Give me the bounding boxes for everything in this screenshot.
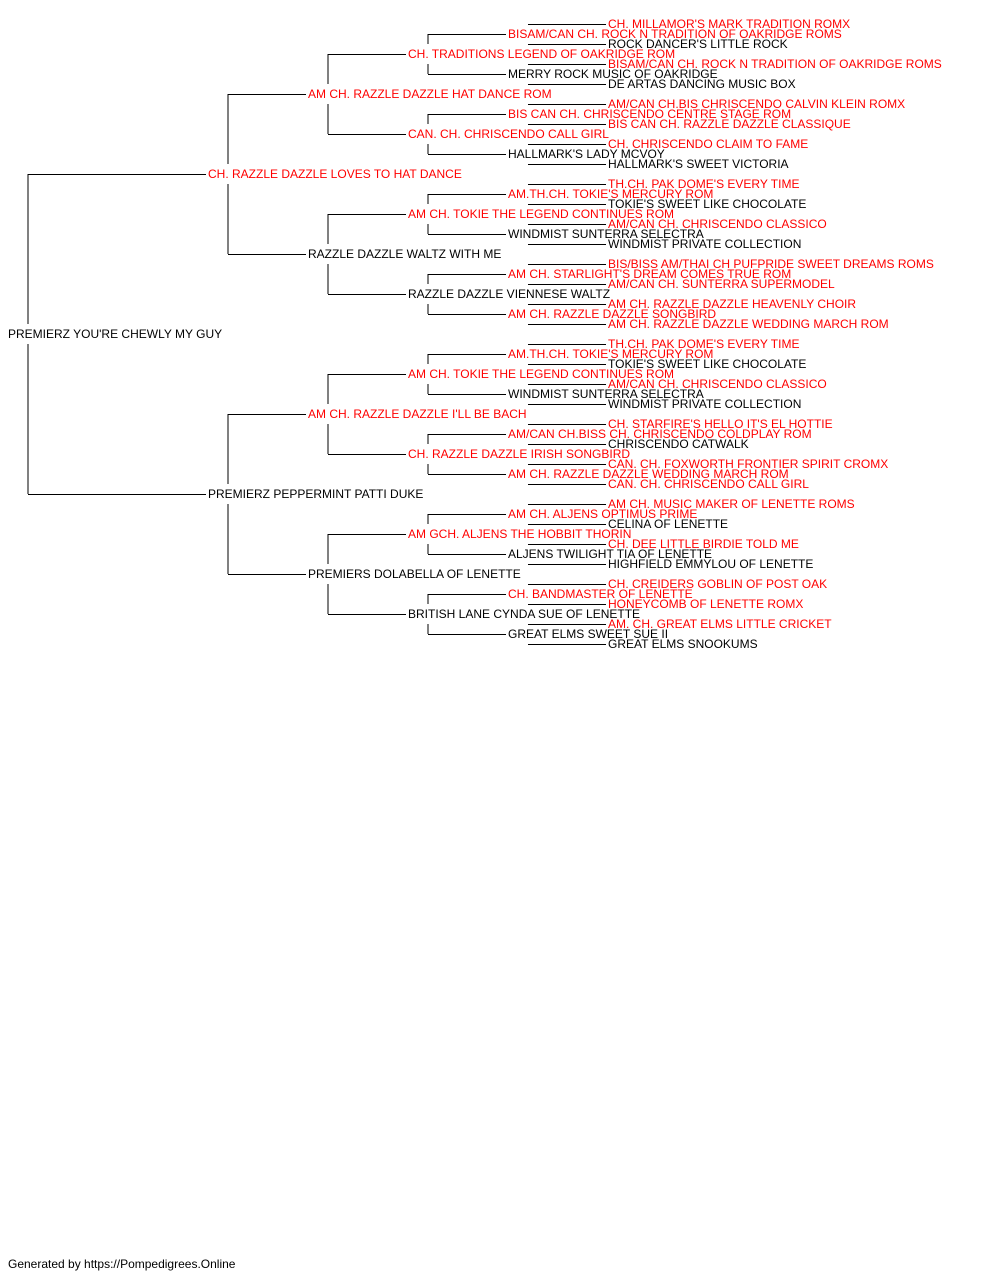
ancestor-name-gen5: BISAM/CAN CH. ROCK N TRADITION OF OAKRID…	[608, 57, 942, 71]
ancestor-name-gen5: AM/CAN CH. CHRISCENDO CLASSICO	[608, 377, 827, 391]
ancestor-name-gen5: CAN. CH. CHRISCENDO CALL GIRL	[608, 477, 809, 491]
ancestor-name-gen5: TOKIE'S SWEET LIKE CHOCOLATE	[608, 197, 807, 211]
ancestor-name-gen4: WINDMIST SUNTERRA SELECTRA	[508, 227, 704, 241]
ancestor-name-gen5: HONEYCOMB OF LENETTE ROMX	[608, 597, 804, 611]
ancestor-name-gen5: HALLMARK'S SWEET VICTORIA	[608, 157, 789, 171]
ancestor-name-gen2: PREMIERS DOLABELLA OF LENETTE	[308, 567, 521, 581]
ancestor-name-gen5: HIGHFIELD EMMYLOU OF LENETTE	[608, 557, 814, 571]
ancestor-name-gen5: WINDMIST PRIVATE COLLECTION	[608, 397, 802, 411]
ancestor-name-gen5: CHRISCENDO CATWALK	[608, 437, 749, 451]
subject-dog-name: PREMIERZ YOU'RE CHEWLY MY GUY	[8, 327, 223, 341]
ancestor-name-gen2: AM CH. RAZZLE DAZZLE HAT DANCE ROM	[308, 87, 552, 101]
ancestor-name-gen4: GREAT ELMS SWEET SUE II	[508, 627, 669, 641]
ancestor-name-gen1: CH. RAZZLE DAZZLE LOVES TO HAT DANCE	[208, 167, 462, 181]
ancestor-name-gen3: AM CH. TOKIE THE LEGEND CONTINUES ROM	[408, 207, 675, 221]
ancestor-name-gen4: AM.TH.CH. TOKIE'S MERCURY ROM	[508, 187, 714, 201]
ancestor-name-gen4: CH. BANDMASTER OF LENETTE	[508, 587, 693, 601]
ancestor-name-gen3: BRITISH LANE CYNDA SUE OF LENETTE	[408, 607, 641, 621]
ancestor-name-gen1: PREMIERZ PEPPERMINT PATTI DUKE	[208, 487, 424, 501]
ancestor-name-gen5: AM CH. RAZZLE DAZZLE WEDDING MARCH ROM	[608, 317, 889, 331]
ancestor-name-gen2: RAZZLE DAZZLE WALTZ WITH ME	[308, 247, 502, 261]
ancestor-name-gen3: CH. TRADITIONS LEGEND OF OAKRIDGE ROM	[408, 47, 676, 61]
ancestor-name-gen4: ALJENS TWILIGHT TIA OF LENETTE	[508, 547, 713, 561]
ancestor-name-gen4: AM CH. STARLIGHT'S DREAM COMES TRUE ROM	[508, 267, 792, 281]
generated-by-footer: Generated by https://Pompedigrees.Online	[8, 1257, 236, 1271]
ancestor-name-gen5: AM/CAN CH. CHRISCENDO CLASSICO	[608, 217, 827, 231]
ancestor-name-gen5: CH. DEE LITTLE BIRDIE TOLD ME	[608, 537, 799, 551]
ancestor-name-gen5: AM/CAN CH. SUNTERRA SUPERMODEL	[608, 277, 835, 291]
ancestor-name-gen2: AM CH. RAZZLE DAZZLE I'LL BE BACH	[308, 407, 527, 421]
ancestor-name-gen5: WINDMIST PRIVATE COLLECTION	[608, 237, 802, 251]
ancestor-name-gen3: CAN. CH. CHRISCENDO CALL GIRL	[408, 127, 609, 141]
ancestor-name-gen5: AM CH. MUSIC MAKER OF LENETTE ROMS	[608, 497, 855, 511]
ancestor-name-gen5: CAN. CH. FOXWORTH FRONTIER SPIRIT CROMX	[608, 457, 889, 471]
ancestor-name-gen5: AM/CAN CH.BIS CHRISCENDO CALVIN KLEIN RO…	[608, 97, 906, 111]
ancestor-name-gen4: MERRY ROCK MUSIC OF OAKRIDGE	[508, 67, 718, 81]
ancestor-name-gen5: GREAT ELMS SNOOKUMS	[608, 637, 758, 651]
ancestor-name-gen4: AM/CAN CH.BISS CH. CHRISCENDO COLDPLAY R…	[508, 427, 812, 441]
ancestor-name-gen3: RAZZLE DAZZLE VIENNESE WALTZ	[408, 287, 611, 301]
ancestor-name-gen5: ROCK DANCER'S LITTLE ROCK	[608, 37, 788, 51]
ancestor-name-gen5: BIS/BISS AM/THAI CH PUFPRIDE SWEET DREAM…	[608, 257, 934, 271]
ancestor-name-gen3: AM CH. TOKIE THE LEGEND CONTINUES ROM	[408, 367, 675, 381]
ancestor-name-gen5: TOKIE'S SWEET LIKE CHOCOLATE	[608, 357, 807, 371]
ancestor-name-gen5: CH. STARFIRE'S HELLO IT'S EL HOTTIE	[608, 417, 833, 431]
ancestor-name-gen4: WINDMIST SUNTERRA SELECTRA	[508, 387, 704, 401]
ancestor-name-gen4: BISAM/CAN CH. ROCK N TRADITION OF OAKRID…	[508, 27, 842, 41]
ancestor-name-gen5: TH.CH. PAK DOME'S EVERY TIME	[608, 337, 800, 351]
ancestor-name-gen5: DE ARTAS DANCING MUSIC BOX	[608, 77, 796, 91]
ancestor-name-gen4: HALLMARK'S LADY MCVOY	[508, 147, 665, 161]
ancestor-name-gen4: AM CH. RAZZLE DAZZLE WEDDING MARCH ROM	[508, 467, 789, 481]
ancestor-name-gen5: CH. CREIDERS GOBLIN OF POST OAK	[608, 577, 828, 591]
ancestor-name-gen5: CH. CHRISCENDO CLAIM TO FAME	[608, 137, 809, 151]
ancestor-name-gen5: CELINA OF LENETTE	[608, 517, 729, 531]
ancestor-name-gen5: AM. CH. GREAT ELMS LITTLE CRICKET	[608, 617, 832, 631]
ancestor-name-gen4: BIS CAN CH. CHRISCENDO CENTRE STAGE ROM	[508, 107, 792, 121]
ancestor-name-gen4: AM CH. ALJENS OPTIMUS PRIME	[508, 507, 698, 521]
ancestor-name-gen3: AM GCH. ALJENS THE HOBBIT THORIN	[408, 527, 632, 541]
ancestor-name-gen5: BIS CAN CH. RAZZLE DAZZLE CLASSIQUE	[608, 117, 851, 131]
ancestor-name-gen4: AM.TH.CH. TOKIE'S MERCURY ROM	[508, 347, 714, 361]
ancestor-name-gen3: CH. RAZZLE DAZZLE IRISH SONGBIRD	[408, 447, 631, 461]
ancestor-name-gen5: AM CH. RAZZLE DAZZLE HEAVENLY CHOIR	[608, 297, 857, 311]
ancestor-name-gen5: TH.CH. PAK DOME'S EVERY TIME	[608, 177, 800, 191]
ancestor-name-gen4: AM CH. RAZZLE DAZZLE SONGBIRD	[508, 307, 717, 321]
ancestor-name-gen5: CH. MILLAMOR'S MARK TRADITION ROMX	[608, 17, 851, 31]
